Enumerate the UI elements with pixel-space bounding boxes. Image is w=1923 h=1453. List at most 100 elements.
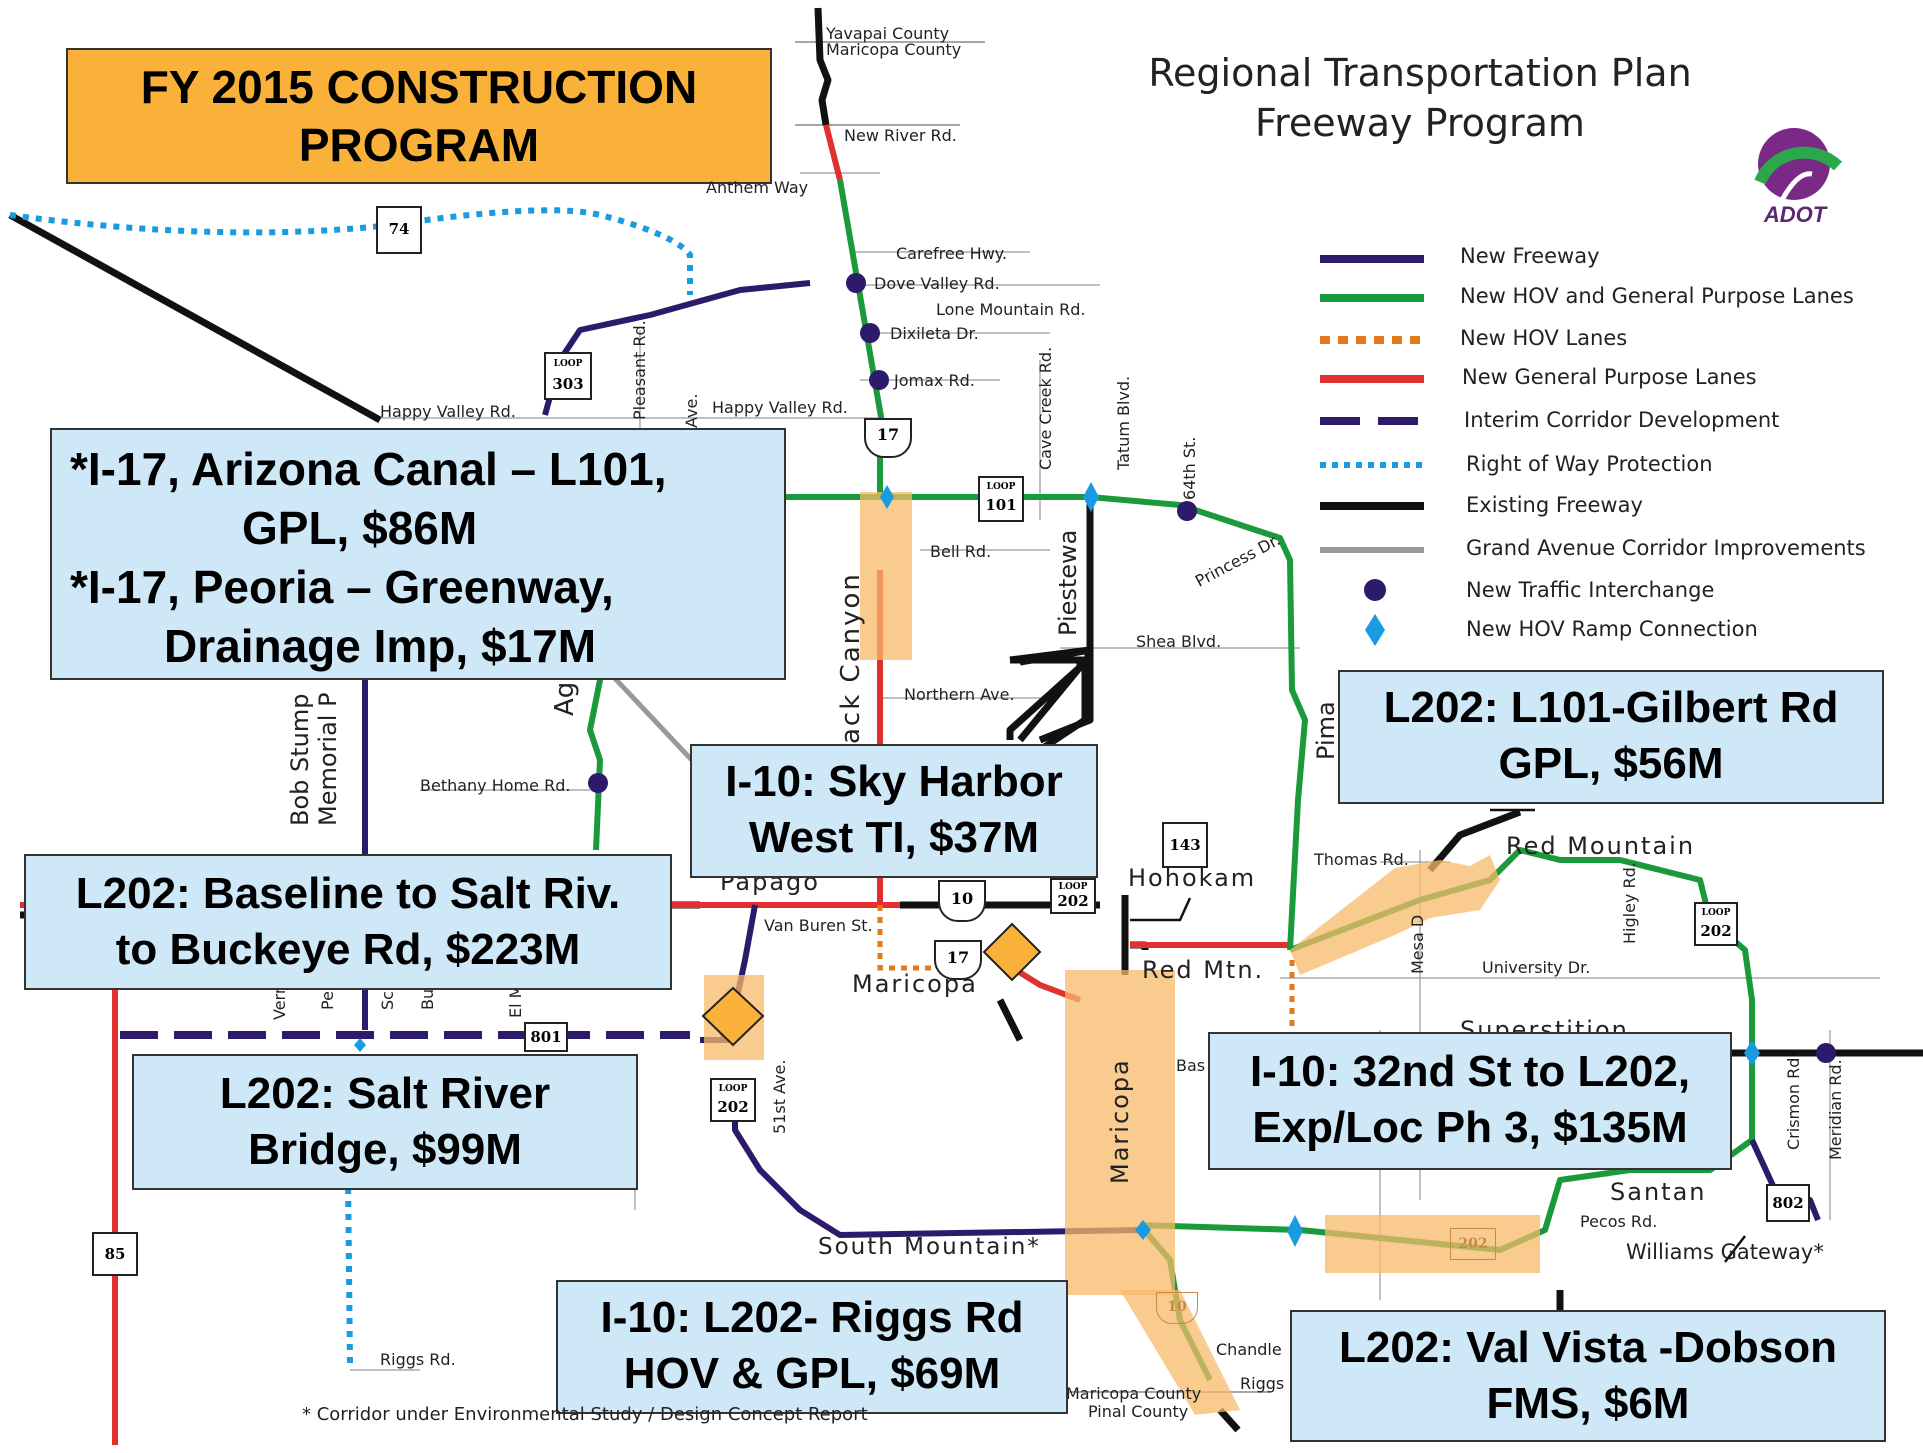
callout-line: I-10: Sky Harbor xyxy=(725,757,1063,806)
callout-i10-sky-harbor: I-10: Sky Harbor West TI, $37M xyxy=(690,744,1098,878)
label-red-mtn: Red Mtn. xyxy=(1142,956,1265,984)
callout-l202-val-vista-dobson: L202: Val Vista -Dobson FMS, $6M xyxy=(1290,1310,1886,1442)
label-williams-gateway: Williams Gateway* xyxy=(1626,1240,1824,1264)
label-dixileta-dr: Dixileta Dr. xyxy=(890,324,979,343)
sr802-shield: 802 xyxy=(1766,1184,1810,1222)
legend-label: New Traffic Interchange xyxy=(1466,578,1715,602)
label-yavapai-county: Yavapai County xyxy=(826,24,950,43)
loop-label: LOOP xyxy=(1701,908,1731,918)
label-bob-stump: Bob Stump xyxy=(286,693,314,826)
label-riggs-rd-west: Riggs Rd. xyxy=(380,1350,456,1369)
callout-line: Bridge, $99M xyxy=(248,1125,522,1175)
loop-label: LOOP xyxy=(986,482,1016,492)
legend-label: New HOV Ramp Connection xyxy=(1466,617,1758,641)
label-mesa-dr: Mesa D xyxy=(1408,914,1427,974)
new-traffic-interchanges xyxy=(588,273,1836,1063)
label-santan: Santan xyxy=(1610,1178,1707,1206)
loop202-number: 202 xyxy=(717,1098,749,1116)
callout-i10-riggs-rd: I-10: L202- Riggs Rd HOV & GPL, $69M xyxy=(556,1280,1068,1414)
legend-label: Grand Avenue Corridor Improvements xyxy=(1466,536,1866,560)
callout-line: West TI, $37M xyxy=(748,813,1040,863)
callout-line: I-10: L202- Riggs Rd xyxy=(600,1293,1024,1342)
sr74-shield: 74 xyxy=(376,206,422,254)
label-dove-valley-rd: Dove Valley Rd. xyxy=(874,274,1000,293)
callout-line: GPL, $56M xyxy=(1498,739,1724,789)
i10-shield: 10 xyxy=(938,880,986,922)
label-red-mountain: Red Mountain xyxy=(1506,832,1696,860)
label-maricopa-county-bottom: Maricopa County xyxy=(1066,1384,1202,1403)
new-hov-lanes xyxy=(877,905,1295,1040)
label-jomax-rd: Jomax Rd. xyxy=(894,371,975,390)
callout-line: Drainage Imp, $17M xyxy=(164,619,597,672)
label-higley-rd: Higley Rd. xyxy=(1620,862,1639,944)
callout-i10-32nd-st: I-10: 32nd St to L202, Exp/Loc Ph 3, $13… xyxy=(1208,1032,1732,1170)
legend-label: New HOV and General Purpose Lanes xyxy=(1460,284,1854,308)
i10-shield-south: 10 xyxy=(1156,1292,1198,1324)
sr801-shield: 801 xyxy=(524,1022,568,1052)
label-pleasant-rd: Pleasant Rd. xyxy=(630,320,649,420)
label-verr: Verr xyxy=(270,987,289,1020)
label-pinal-county: Pinal County xyxy=(1088,1402,1189,1421)
callout-line: *I-17, Arizona Canal – L101, xyxy=(70,443,667,495)
callout-line: L202: L101-Gilbert Rd xyxy=(1383,683,1839,732)
program-title-line2: PROGRAM xyxy=(298,119,540,171)
label-thomas-rd: Thomas Rd. xyxy=(1314,850,1409,869)
legend-swatches xyxy=(1320,255,1424,646)
legend-label: New General Purpose Lanes xyxy=(1462,365,1757,389)
callout-line: HOV & GPL, $69M xyxy=(623,1349,1001,1399)
callout-i17-arizona-canal: *I-17, Arizona Canal – L101, GPL, $86M *… xyxy=(50,428,786,680)
loop202-number: 202 xyxy=(1057,892,1089,910)
label-bell-rd: Bell Rd. xyxy=(930,542,992,561)
legend-label: Interim Corridor Development xyxy=(1464,408,1780,432)
sr143-shield: 143 xyxy=(1162,822,1208,868)
label-anthem-way: Anthem Way xyxy=(706,178,809,197)
callout-l202-salt-river-bridge: L202: Salt River Bridge, $99M xyxy=(132,1054,638,1190)
label-memorial-p: Memorial P xyxy=(314,692,342,826)
label-piestewa: Piestewa xyxy=(1054,529,1082,636)
right-of-way-protection xyxy=(9,207,693,1366)
piestewa-fwy xyxy=(1017,496,1094,743)
county-lines xyxy=(795,41,1270,1393)
i17-shield-south: 17 xyxy=(934,940,982,980)
callout-line: Exp/Loc Ph 3, $135M xyxy=(1252,1103,1688,1153)
label-happy-valley-east: Happy Valley Rd. xyxy=(712,398,848,417)
label-bas: Bas xyxy=(1176,1056,1206,1075)
label-van-buren-st: Van Buren St. xyxy=(764,916,873,935)
plan-title-line1: Regional Transportation Plan xyxy=(1148,51,1692,95)
footnote: * Corridor under Environmental Study / D… xyxy=(302,1404,868,1425)
i17-shield-north: 17 xyxy=(864,418,912,458)
label-ave: Ave. xyxy=(682,393,701,428)
label-shea-blvd: Shea Blvd. xyxy=(1136,632,1222,651)
label-maricopa-county-top: Maricopa County xyxy=(826,40,962,59)
label-bu: Bu xyxy=(418,988,437,1010)
callout-line: to Buckeye Rd, $223M xyxy=(115,925,581,975)
project-diamond-markers xyxy=(701,922,1042,1047)
label-university-dr: University Dr. xyxy=(1482,958,1591,977)
label-meridian-rd: Meridian Rd. xyxy=(1826,1059,1845,1160)
label-riggs-east: Riggs xyxy=(1240,1374,1285,1393)
adot-logo-text: ADOT xyxy=(1763,202,1827,227)
callout-line: L202: Val Vista -Dobson xyxy=(1338,1323,1837,1372)
program-title-box: FY 2015 CONSTRUCTION PROGRAM xyxy=(66,48,772,184)
leader-lines xyxy=(1130,808,1746,1263)
label-pe: Pe xyxy=(318,991,337,1010)
legend-label: New Freeway xyxy=(1460,244,1600,268)
label-cave-creek-rd: Cave Creek Rd. xyxy=(1036,346,1055,470)
legend-label: Right of Way Protection xyxy=(1466,452,1713,476)
label-pecos-rd: Pecos Rd. xyxy=(1580,1212,1658,1231)
loop202-shield-santan: 202 xyxy=(1450,1228,1496,1260)
callout-l202-l101-gilbert: L202: L101-Gilbert Rd GPL, $56M xyxy=(1338,670,1884,804)
loop-label: LOOP xyxy=(1058,882,1088,892)
label-hohokam: Hohokam xyxy=(1128,864,1257,892)
sr85-shield: 85 xyxy=(92,1232,138,1276)
callout-line: L202: Baseline to Salt Riv. xyxy=(75,869,621,918)
label-new-river-rd: New River Rd. xyxy=(844,126,957,145)
adot-logo-icon xyxy=(1754,128,1843,202)
label-south-mountain: South Mountain* xyxy=(818,1234,1041,1260)
project-highlights xyxy=(704,492,1540,1415)
label-51st-ave: 51st Ave. xyxy=(770,1059,789,1134)
